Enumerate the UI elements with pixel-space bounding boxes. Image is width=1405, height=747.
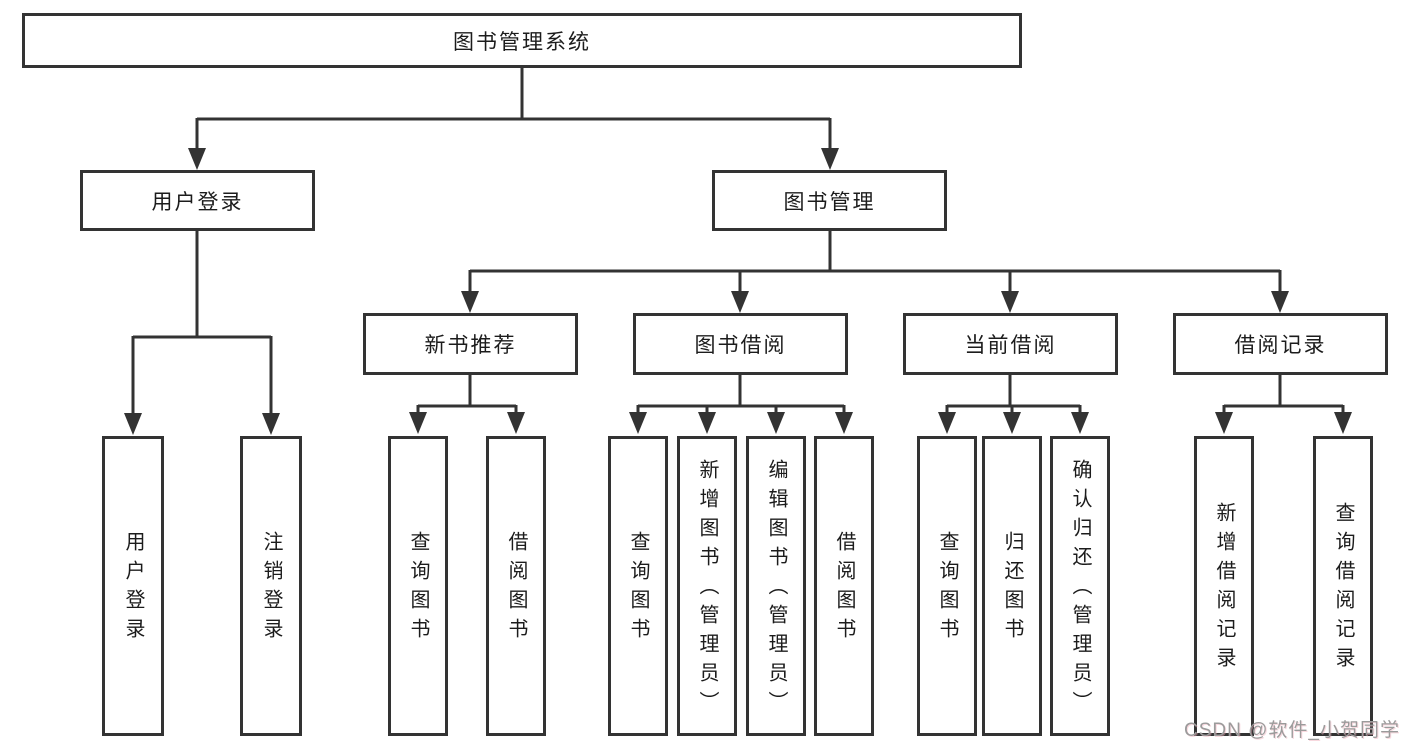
leaf-borrow-books-recommend: 借阅图书 (486, 436, 546, 736)
leaf-add-books-admin: 新增图书（管理员） (677, 436, 737, 736)
node-user-login: 用户登录 (80, 170, 315, 231)
node-current-borrowing: 当前借阅 (903, 313, 1118, 375)
leaf-logout: 注销登录 (240, 436, 302, 736)
leaf-user-login: 用户登录 (102, 436, 164, 736)
leaf-return-books: 归还图书 (982, 436, 1042, 736)
leaf-query-books-recommend: 查询图书 (388, 436, 448, 736)
node-book-borrowing: 图书借阅 (633, 313, 848, 375)
leaf-query-books-current: 查询图书 (917, 436, 977, 736)
leaf-confirm-return-admin: 确认归还（管理员） (1050, 436, 1110, 736)
leaf-edit-books-admin: 编辑图书（管理员） (746, 436, 806, 736)
leaf-query-books-borrowing: 查询图书 (608, 436, 668, 736)
node-book-management: 图书管理 (712, 170, 947, 231)
csdn-watermark: CSDN @软件_小贺同学 (1184, 720, 1400, 741)
node-borrowing-records: 借阅记录 (1173, 313, 1388, 375)
node-new-book-recommendation: 新书推荐 (363, 313, 578, 375)
node-library-management-system: 图书管理系统 (22, 13, 1022, 68)
leaf-borrow-books-borrowing: 借阅图书 (814, 436, 874, 736)
leaf-add-borrow-record: 新增借阅记录 (1194, 436, 1254, 736)
leaf-query-borrow-record: 查询借阅记录 (1313, 436, 1373, 736)
